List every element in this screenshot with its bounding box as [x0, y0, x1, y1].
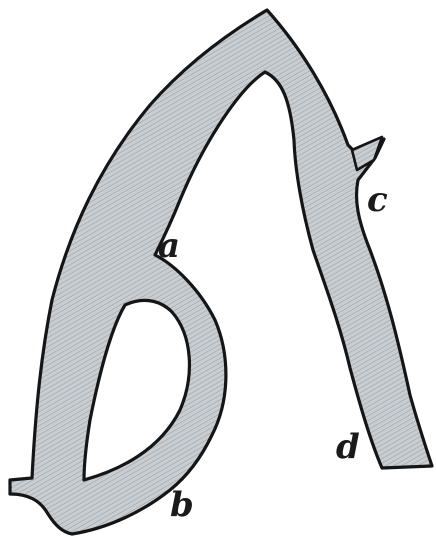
- tab-c: [352, 137, 382, 170]
- section-body: [10, 10, 432, 534]
- label-c: c: [367, 180, 388, 220]
- label-a: a: [158, 226, 180, 266]
- label-b: b: [170, 485, 194, 525]
- label-d: d: [336, 427, 360, 467]
